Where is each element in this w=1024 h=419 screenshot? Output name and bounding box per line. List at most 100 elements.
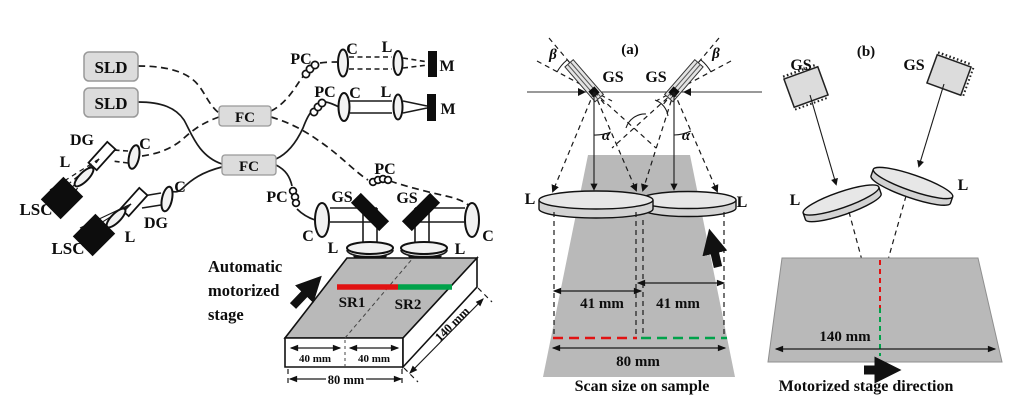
collimator-spec1: [127, 144, 141, 170]
lens-ref1: [392, 50, 404, 76]
stage-caption-line2: motorized: [208, 281, 279, 300]
stage-top-divider: [344, 257, 414, 339]
sample-stage: SR1 SR2 40 mm 40 mm 80 mm 140 mm: [283, 255, 493, 387]
fiber-fc2-to-sample: [275, 164, 293, 187]
stage-caption-line3: stage: [208, 305, 244, 324]
l-b-right-label: L: [958, 177, 969, 194]
c-spec2-label: C: [174, 179, 186, 196]
spec1-beam-2: [111, 160, 129, 164]
galvo-mirror-2: [401, 192, 441, 232]
line-scan-camera-1: [40, 176, 84, 220]
fiber-ref1-coil-to-c: [319, 61, 338, 64]
panel-system-schematic: SLD SLD FC FC PC C L: [19, 39, 493, 387]
stage-caption: Automatic motorized stage: [208, 257, 322, 324]
galvo-b-left: [782, 63, 830, 111]
lens-b-right: [870, 166, 954, 206]
dim-40-left-label: 40 mm: [299, 353, 331, 365]
fiber-fc1-to-spectrometer1: [141, 116, 220, 157]
scan-lens-1: [346, 241, 394, 258]
pc-coil-sample-dashed: [368, 174, 393, 187]
fc-1-label: FC: [235, 110, 255, 126]
beam-b-right: [917, 83, 945, 168]
collimator-spec2: [160, 185, 174, 213]
pc-sample-solid-label: PC: [266, 189, 287, 206]
scan-beams-right: [611, 91, 719, 193]
dim-140-ext-bottom: [403, 367, 419, 383]
galvo-mirror-1: [350, 192, 390, 232]
dim-80-a-label: 80 mm: [616, 354, 660, 370]
baseline-arrow-right: [683, 88, 691, 96]
spec2-beam-2: [141, 204, 162, 209]
mirror-ref2: [427, 94, 436, 121]
fiber-coupler-2: FC: [221, 154, 277, 176]
lens-ref2: [392, 93, 404, 121]
l-spec1-label: L: [60, 154, 71, 171]
sld-source-1: SLD: [83, 51, 139, 82]
l-a-right-label: L: [737, 194, 748, 211]
gs-1-label: GS: [331, 189, 352, 206]
dim-140-arrow: [409, 298, 484, 374]
motorized-stage-arrow: [289, 275, 322, 309]
fiber-coupler-1: FC: [218, 105, 272, 127]
sr2-label: SR2: [395, 297, 422, 313]
panel-a-sample-area: [543, 155, 735, 377]
alpha-right-label: α: [682, 128, 691, 144]
fiber-sld1-to-fc1: [137, 65, 220, 114]
fc-2-label: FC: [239, 159, 259, 175]
l-scan1-label: L: [328, 240, 339, 257]
fiber-ref2-coil-to-c: [325, 101, 340, 108]
dim-40-right-label: 40 mm: [358, 353, 390, 365]
c-ref1-label: C: [346, 41, 358, 58]
m-ref1-label: M: [439, 58, 454, 75]
dim-140-b-label: 140 mm: [819, 329, 871, 345]
reference-arm-2: PC C L M: [309, 84, 456, 122]
spectro-lens-1: [73, 166, 95, 188]
panel-a: (a) β β GS GS: [525, 37, 762, 395]
dg-1-label: DG: [70, 132, 95, 149]
l-ref2-label: L: [381, 84, 392, 101]
dg-2-label: DG: [144, 215, 169, 232]
ref2-focus-top: [402, 100, 428, 107]
c-spec1-label: C: [139, 136, 151, 153]
l-b-left-label: L: [790, 192, 801, 209]
objective-lens-a-left: [538, 190, 654, 219]
c-ref2-label: C: [349, 85, 361, 102]
lsc-2-label: LSC: [51, 239, 84, 258]
stage-b: [767, 257, 1003, 363]
fiber-sample-coil-to-c-left: [296, 208, 316, 221]
mirror-ref1: [428, 51, 437, 77]
panel-b: (b) GS GS L L 140 mm: [767, 44, 1003, 395]
collimator-sample-left: [314, 202, 330, 238]
gs-b-left-label: GS: [790, 57, 811, 74]
fiber-fc1-to-ref1: [270, 72, 307, 112]
panel-b-caption: Motorized stage direction: [779, 378, 954, 395]
alpha-left-label: α: [602, 128, 611, 144]
gs-b-right-label: GS: [903, 57, 924, 74]
c-sample-right-label: C: [482, 228, 494, 245]
pc-ref2-label: PC: [314, 84, 335, 101]
sld-1-label: SLD: [94, 58, 127, 77]
l-ref1-label: L: [382, 39, 393, 56]
galvo-b-right: [925, 51, 975, 97]
scan-beams-left: [551, 91, 657, 193]
fiber-fc2-to-ref2: [275, 110, 313, 160]
ref1-focus-top: [402, 57, 429, 63]
sr1-label: SR1: [339, 295, 366, 311]
ref1-focus-bottom: [402, 64, 429, 69]
c-sample-left-label: C: [302, 228, 314, 245]
dim-41-left-label: 41 mm: [580, 296, 624, 312]
gs-a-left-label: GS: [602, 69, 623, 86]
pc-ref1-label: PC: [290, 51, 311, 68]
fiber-sld2-to-fc2: [137, 101, 223, 165]
baseline-arrow-left: [578, 88, 586, 96]
ref2-focus-bottom: [402, 107, 428, 114]
dim-140-ext-top: [477, 287, 493, 303]
sld-source-2: SLD: [83, 87, 139, 118]
collimator-ref2: [337, 92, 351, 122]
fiber-fc1-to-sample: [270, 116, 369, 181]
beta-right-label: β: [711, 46, 720, 62]
pc-sample-dashed-label: PC: [374, 161, 395, 178]
dim-80-label: 80 mm: [328, 373, 365, 387]
objective-lens-a-right: [639, 190, 737, 218]
sld-2-label: SLD: [94, 94, 127, 113]
